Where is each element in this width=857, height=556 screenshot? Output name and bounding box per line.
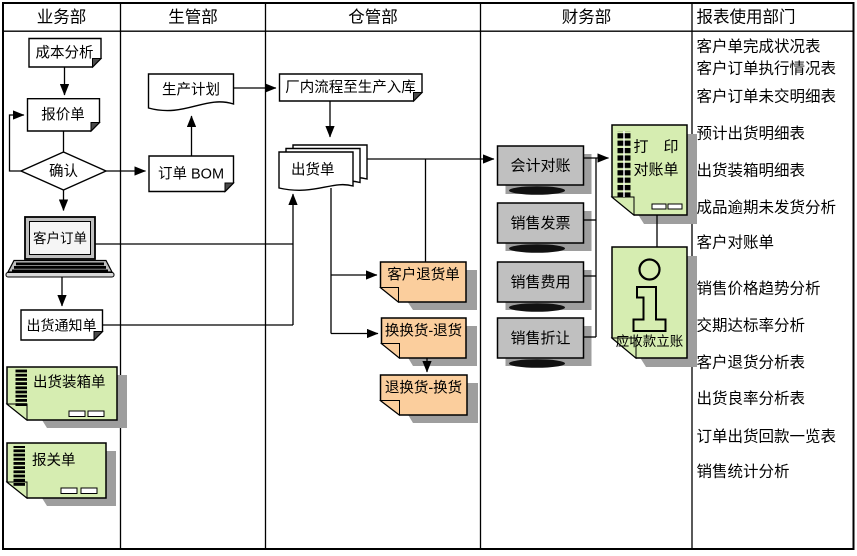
node-receivable-posting: 应收款立账 — [610, 246, 697, 367]
svg-text:销售价格趋势分析: 销售价格趋势分析 — [697, 280, 821, 298]
connectors — [8, 67, 658, 373]
lane-header-business: 业务部 — [37, 8, 87, 27]
svg-text:打 印: 打 印 — [633, 139, 678, 156]
node-packing-list: 出货装箱单 — [5, 366, 127, 428]
barcode-icon — [13, 446, 25, 486]
svg-text:客户订单: 客户订单 — [33, 230, 87, 246]
svg-text:销售折让: 销售折让 — [510, 330, 570, 347]
lane-header-production: 生管部 — [168, 8, 218, 27]
node-customs-declaration: 报关单 — [5, 442, 116, 506]
barcode-icon — [617, 131, 631, 197]
svg-text:出货单: 出货单 — [291, 162, 335, 179]
report-list: 客户单完成状况表 客户订单执行情况表 客户订单未交明细表 预计出货明细表 出货装… — [697, 38, 837, 481]
svg-text:客户单完成状况表: 客户单完成状况表 — [697, 38, 821, 56]
svg-text:客户订单执行情况表: 客户订单执行情况表 — [697, 60, 837, 78]
svg-text:销售统计分析: 销售统计分析 — [697, 463, 790, 481]
node-order-bom: 订单 BOM — [148, 155, 235, 193]
svg-text:交期达标率分析: 交期达标率分析 — [697, 317, 806, 335]
svg-text:出货装箱明细表: 出货装箱明细表 — [697, 162, 806, 180]
svg-text:会计对账: 会计对账 — [510, 158, 570, 175]
svg-text:客户对账单: 客户对账单 — [697, 234, 775, 252]
svg-text:报价单: 报价单 — [41, 107, 85, 124]
node-customer-return: 客户退货单 — [379, 261, 477, 310]
barcode-icon — [15, 369, 27, 407]
node-sales-invoice: 销售发票 — [496, 202, 592, 253]
node-accounting-reconciliation: 会计对账 — [496, 145, 592, 195]
node-return-exchange: 退换货-换货 — [379, 374, 478, 423]
info-icon — [632, 258, 667, 332]
svg-text:应收款立账: 应收款立账 — [616, 333, 684, 349]
dash-marks — [68, 410, 105, 417]
node-confirm: 确认 — [19, 151, 108, 191]
svg-text:报关单: 报关单 — [32, 452, 76, 469]
svg-text:成品逾期未发货分析: 成品逾期未发货分析 — [697, 199, 837, 217]
svg-text:退换货-换货: 退换货-换货 — [385, 380, 462, 397]
node-print-statement: 打 印 对账单 — [610, 124, 697, 224]
node-sales-allowance: 销售折让 — [496, 317, 592, 368]
svg-text:出货良率分析表: 出货良率分析表 — [697, 390, 806, 408]
svg-text:出货通知单: 出货通知单 — [27, 318, 97, 334]
node-shipping-order: 出货单 — [278, 144, 368, 191]
laptop-base — [5, 272, 115, 278]
svg-text:对账单: 对账单 — [633, 162, 678, 179]
node-sales-expense: 销售费用 — [496, 261, 592, 312]
lane-header-reports: 报表使用部门 — [697, 8, 796, 27]
dash-marks — [60, 487, 98, 494]
node-factory-process: 厂内流程至生产入库 — [278, 73, 424, 103]
node-customer-order: 客户订单 — [5, 216, 115, 278]
svg-text:客户退货单: 客户退货单 — [387, 267, 460, 284]
svg-text:预计出货明细表: 预计出货明细表 — [697, 125, 806, 143]
svg-text:厂内流程至生产入库: 厂内流程至生产入库 — [285, 79, 416, 96]
svg-text:确认: 确认 — [49, 163, 78, 180]
svg-text:出货装箱单: 出货装箱单 — [33, 374, 106, 391]
node-production-plan: 生产计划 — [147, 73, 235, 112]
lane-header-warehouse: 仓管部 — [348, 8, 398, 27]
lane-header-finance: 财务部 — [562, 8, 612, 27]
svg-text:订单出货回款一览表: 订单出货回款一览表 — [697, 428, 837, 446]
svg-text:客户退货分析表: 客户退货分析表 — [697, 354, 806, 372]
node-cost-analysis: 成本分析 — [28, 37, 103, 69]
node-exchange-return: 换换货-退货 — [380, 317, 477, 366]
node-shipping-notice: 出货通知单 — [20, 309, 104, 342]
svg-text:销售费用: 销售费用 — [510, 274, 570, 291]
node-quotation: 报价单 — [26, 98, 101, 133]
laptop-screen — [29, 221, 91, 255]
svg-text:生产计划: 生产计划 — [162, 82, 220, 99]
svg-text:换换货-退货: 换换货-退货 — [385, 323, 462, 340]
svg-text:订单 BOM: 订单 BOM — [158, 166, 224, 183]
svg-text:客户订单未交明细表: 客户订单未交明细表 — [697, 88, 837, 106]
svg-text:成本分析: 成本分析 — [36, 45, 94, 62]
dash-marks — [651, 203, 683, 210]
svg-text:销售发票: 销售发票 — [510, 215, 570, 232]
